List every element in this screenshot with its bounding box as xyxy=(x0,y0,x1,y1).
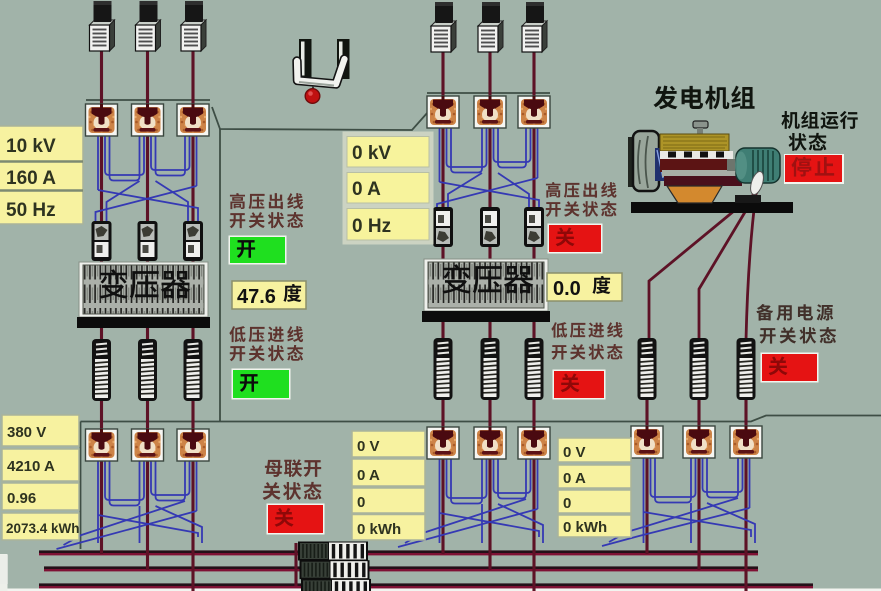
svg-text:10 kV: 10 kV xyxy=(6,136,56,157)
svg-text:0 Hz: 0 Hz xyxy=(352,216,391,237)
svg-text:0 A: 0 A xyxy=(563,470,586,487)
svg-text:0: 0 xyxy=(357,494,365,511)
svg-text:380 V: 380 V xyxy=(7,424,46,441)
svg-text:0 A: 0 A xyxy=(352,179,381,200)
svg-text:0 V: 0 V xyxy=(357,438,380,455)
svg-text:0 kWh: 0 kWh xyxy=(563,519,607,536)
svg-text:50 Hz: 50 Hz xyxy=(6,200,56,221)
svg-text:0 kWh: 0 kWh xyxy=(357,521,401,538)
svg-text:160 A: 160 A xyxy=(6,168,56,189)
svg-text:0 V: 0 V xyxy=(563,444,586,461)
svg-text:2073.4 kWh: 2073.4 kWh xyxy=(6,521,80,536)
svg-text:4210 A: 4210 A xyxy=(7,458,55,475)
svg-text:47.6: 47.6 xyxy=(237,286,276,308)
svg-text:0.0: 0.0 xyxy=(553,278,581,300)
svg-text:0.96: 0.96 xyxy=(7,490,36,507)
svg-text:0 A: 0 A xyxy=(357,467,380,484)
svg-text:0 kV: 0 kV xyxy=(352,143,391,164)
svg-text:0: 0 xyxy=(563,495,571,512)
